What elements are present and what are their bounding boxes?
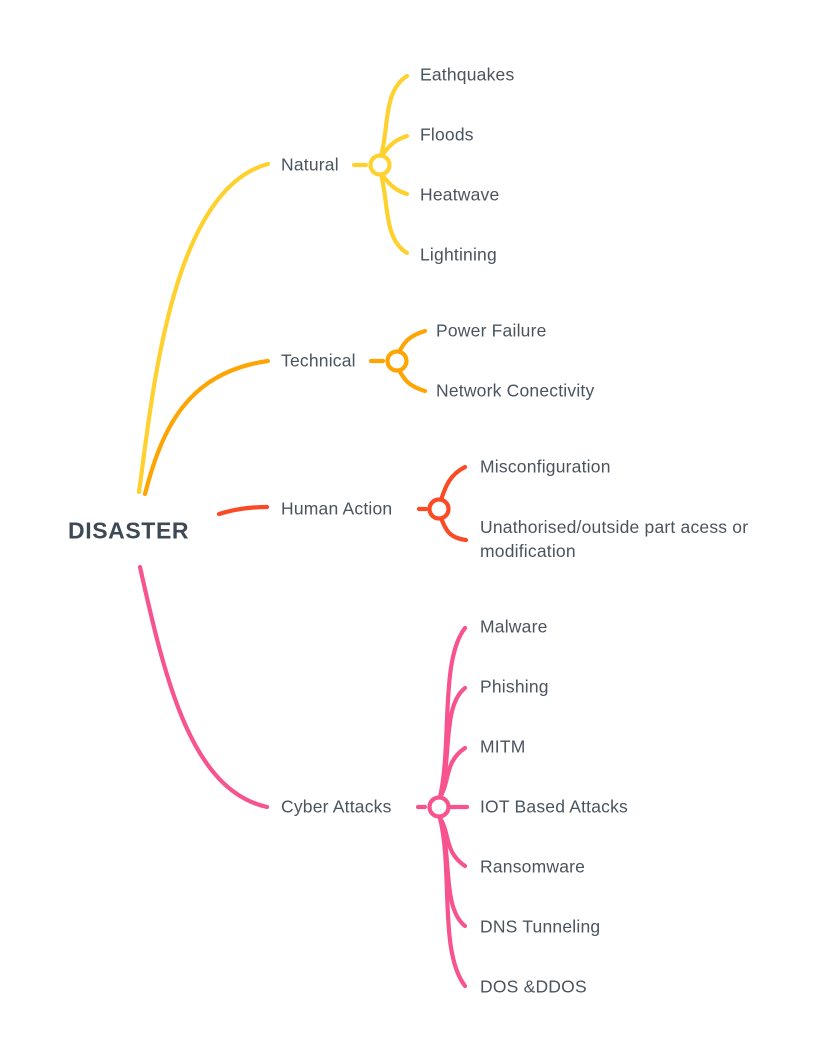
root-to-natural-line (136, 161, 271, 495)
cyber-attacks-to-dos-ddos-line (437, 815, 468, 989)
root-to-cyber-attacks-line (137, 564, 270, 810)
branch-lines-human-action (216, 464, 469, 543)
leaf-node-floods: Floods (420, 124, 474, 145)
cyber-attacks-to-mitm-line (437, 745, 468, 800)
leaf-node-eathquakes: Eathquakes (420, 64, 515, 85)
leaf-node-network-conectivity: Network Conectivity (436, 380, 595, 401)
natural-junction-node (368, 153, 392, 177)
root-to-technical-line (142, 358, 271, 497)
leaf-node-iot-based-attacks: IOT Based Attacks (480, 796, 629, 817)
leaf-node-dos-ddos: DOS &DDOS (480, 976, 587, 997)
leaf-node-dns-tunneling: DNS Tunneling (480, 916, 601, 937)
branch-node-technical: Technical (281, 350, 356, 371)
branch-lines-cyber-attacks (137, 564, 470, 989)
natural-to-lightining-line (378, 171, 410, 256)
leaf-node-misconfiguration: Misconfiguration (480, 456, 611, 477)
root-node-disaster: DISASTER (68, 517, 190, 544)
technical-to-power-failure-line (396, 328, 428, 355)
cyber-attacks-junction-node (427, 795, 451, 819)
leaf-node-malware: Malware (480, 616, 548, 637)
leaf-node-power-failure: Power Failure (436, 320, 547, 341)
branch-node-cyber-attacks: Cyber Attacks (281, 796, 392, 817)
root-to-human-action-line (216, 504, 270, 517)
natural-to-eathquakes-line (378, 73, 410, 159)
leaf-node-unathorised-access: Unathorised/outside part acess or modifi… (480, 517, 749, 561)
branch-lines-technical (142, 328, 428, 497)
human-action-to-misconfiguration-line (438, 464, 468, 503)
leaf-node-ransomware: Ransomware (480, 856, 586, 877)
leaf-node-phishing: Phishing (480, 676, 549, 697)
human-action-to-unathorised-line (438, 515, 469, 543)
technical-to-network-conectivity-line (396, 367, 428, 394)
leaf-node-lightining: Lightining (420, 244, 497, 265)
cyber-attacks-to-phishing-line (437, 685, 468, 800)
branch-lines-natural (136, 73, 410, 495)
branch-node-human-action: Human Action (281, 498, 393, 519)
human-action-junction-node (427, 497, 451, 521)
branch-node-natural: Natural (281, 154, 339, 175)
leaf-node-heatwave: Heatwave (420, 184, 500, 205)
technical-junction-node (385, 349, 409, 373)
leaf-node-mitm: MITM (480, 736, 526, 757)
